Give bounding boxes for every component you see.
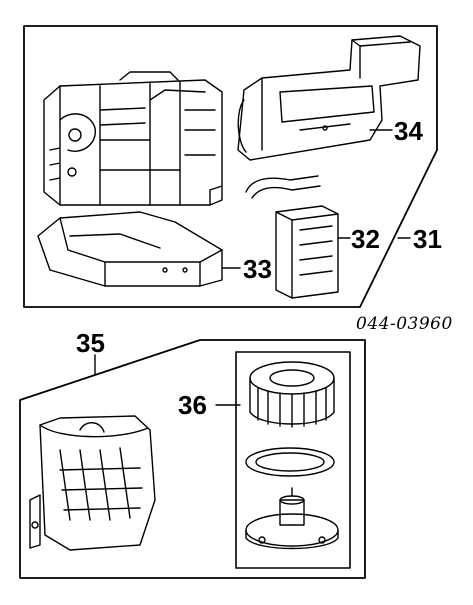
- heater-unit-case: [43, 71, 223, 206]
- blower-motor-part: [245, 487, 339, 550]
- callout-35: 35: [76, 328, 105, 358]
- upper-duct-part: [237, 35, 421, 161]
- heater-core-part: [245, 175, 339, 299]
- callout-33: 33: [243, 254, 272, 284]
- callout-36: 36: [178, 390, 207, 420]
- bottom-assembly-frame: [19, 339, 366, 579]
- blower-housing-part: [29, 415, 156, 551]
- lower-duct-part: [37, 211, 223, 287]
- callout-32: 32: [351, 224, 380, 254]
- reference-code: 044-03960: [356, 314, 453, 334]
- top-assembly-frame: [23, 25, 438, 308]
- fan-wheel-part: [249, 361, 335, 428]
- callout-34: 34: [394, 116, 423, 146]
- gasket-ring-part: [245, 447, 335, 477]
- blower-fan-frame: [235, 351, 351, 569]
- callout-31: 31: [413, 224, 442, 254]
